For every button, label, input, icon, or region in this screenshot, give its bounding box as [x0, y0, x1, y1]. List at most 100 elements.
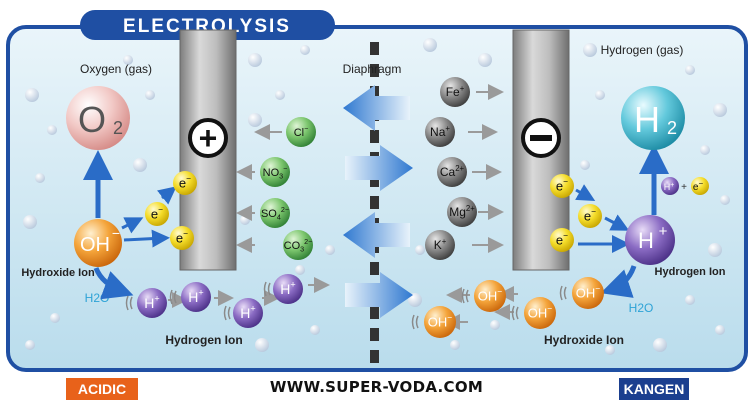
bubble [35, 173, 45, 183]
bubble [275, 90, 285, 100]
h2o-label-left: H2O [85, 291, 110, 305]
anion-no: NO3− [260, 157, 290, 187]
bubble [713, 103, 727, 117]
motion-mark [511, 305, 515, 321]
bubble [25, 88, 39, 102]
bubble [720, 195, 730, 205]
cation-ca: Ca2+ [437, 157, 467, 187]
motion-mark [263, 281, 267, 297]
bubble [23, 215, 37, 229]
svg-text:OH−: OH− [478, 287, 503, 304]
diaphragm-dash [370, 64, 379, 77]
bubble [685, 65, 695, 75]
electron-arrows [121, 184, 630, 253]
kangen-tag: KANGEN [619, 378, 689, 400]
motion-mark [125, 295, 129, 311]
bubble [240, 215, 250, 225]
svg-text:H+: H+ [664, 182, 675, 192]
bubble [708, 243, 722, 257]
cation-k: K+ [425, 230, 455, 260]
hplus-electron-pair: H+ + e− [661, 177, 709, 195]
motion-mark [415, 315, 419, 329]
svg-text:Mg2+: Mg2+ [449, 204, 475, 219]
svg-text:SO42−: SO42− [261, 206, 289, 222]
diaphragm-dash [370, 42, 379, 55]
hydrogen-molecule: H 2 [621, 86, 685, 150]
svg-text:H: H [638, 228, 654, 253]
svg-text:e−: e− [176, 229, 188, 246]
bubble [248, 53, 262, 67]
svg-text:OH−: OH− [428, 313, 453, 330]
bubble [685, 295, 695, 305]
bubble [133, 158, 147, 172]
motion-mark [515, 306, 519, 320]
motion-mark [227, 306, 231, 320]
svg-text:Fe+: Fe+ [446, 84, 465, 99]
svg-text:e−: e− [179, 174, 191, 191]
electron: e− [578, 204, 602, 228]
motion-mark [465, 289, 469, 303]
electron: e− [145, 202, 169, 226]
svg-text:H+: H+ [188, 288, 203, 305]
bubble [583, 43, 597, 57]
svg-text:2: 2 [113, 118, 123, 138]
bubble [478, 53, 492, 67]
oxygen-molecule: O 2 [66, 86, 130, 150]
electron: e− [550, 228, 574, 252]
motion-mark [129, 296, 133, 310]
h2o-label-right: H2O [629, 301, 654, 315]
bubble [47, 125, 57, 135]
water-bubbles [23, 38, 730, 355]
bubble [248, 113, 262, 127]
motion-mark [411, 314, 415, 330]
svg-text:−: − [112, 225, 120, 241]
flow-arrow-left-2 [343, 212, 410, 258]
motion-mark [173, 290, 177, 304]
electron: e− [170, 226, 194, 250]
cation-na: Na+ [425, 117, 455, 147]
bubble [325, 245, 335, 255]
bubble [50, 313, 60, 323]
bubble [415, 245, 425, 255]
svg-text:OH−: OH− [528, 304, 553, 321]
svg-text:e−: e− [693, 179, 704, 193]
svg-text:CO32−: CO32− [284, 238, 313, 254]
bubble [295, 265, 305, 275]
svg-text:e−: e− [556, 177, 568, 194]
website-url: WWW.SUPER-VODA.COM [269, 378, 484, 396]
svg-text:OH−: OH− [576, 284, 601, 301]
flow-arrow-right-2 [345, 272, 413, 318]
bubble [700, 145, 710, 155]
svg-text:NO3−: NO3− [263, 165, 288, 181]
diaphragm-label: Diaphragm [343, 62, 402, 76]
diaphragm-dash [370, 262, 379, 275]
hydrogen-ion: H+ [181, 282, 211, 312]
svg-text:e−: e− [584, 207, 596, 224]
bubble [450, 340, 460, 350]
diaphragm-dash [370, 174, 379, 187]
bubble [605, 345, 615, 355]
diaphragm-dash [370, 196, 379, 209]
svg-text:Cl−: Cl− [294, 125, 309, 139]
motion-mark [223, 305, 227, 321]
hydroxide-ion: OH− [524, 297, 556, 329]
hydrogen-ion-label-right: Hydrogen Ion [655, 266, 726, 278]
svg-text:O: O [78, 99, 106, 140]
svg-text:OH: OH [80, 234, 110, 256]
hydroxide-ion: OH− [474, 280, 506, 312]
hydroxide-ion-label-left: Hydroxide Ion [21, 267, 95, 279]
svg-text:H+: H+ [144, 294, 159, 311]
anion-co: CO32− [283, 230, 313, 260]
anode-plus-symbol: + [188, 118, 228, 158]
svg-text:2: 2 [667, 118, 677, 138]
bubble [300, 45, 310, 55]
svg-text:e−: e− [151, 205, 163, 222]
svg-text:+: + [199, 120, 218, 156]
cation-mg: Mg2+ [447, 197, 477, 227]
cathode-minus-symbol [521, 118, 561, 158]
bubble [408, 293, 422, 307]
anion-cl: Cl− [286, 117, 316, 147]
bubble [595, 90, 605, 100]
motion-mark [267, 282, 271, 296]
